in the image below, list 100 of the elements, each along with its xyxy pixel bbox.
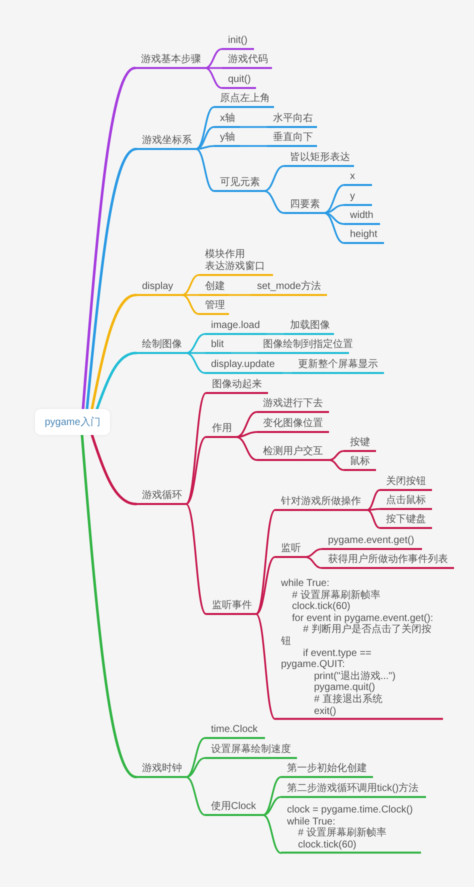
topic-label: 四要素 <box>284 199 324 214</box>
branch-line <box>263 165 285 192</box>
topic-label: init() <box>222 35 254 50</box>
topic-label: 游戏基本步骤 <box>135 54 205 69</box>
topic-label: 按下键盘 <box>380 514 432 529</box>
code-line: while True: <box>281 578 330 590</box>
branch-line <box>235 436 258 461</box>
branch-line <box>185 436 207 505</box>
topic-label: 皆以矩形表达 <box>284 152 354 167</box>
code-line: while True: <box>287 816 336 828</box>
topic-label: 获得用户所做动作事件列表 <box>322 554 454 569</box>
topic-label: 加载图像 <box>284 320 334 335</box>
branch-line <box>282 372 293 374</box>
branch-line <box>366 489 381 511</box>
topic-label: 按键 <box>344 437 376 452</box>
topic-label: 游戏代码 <box>222 54 272 69</box>
topic-label: 变化图像位置 <box>257 418 329 433</box>
branch-line <box>181 294 200 296</box>
branch-line <box>255 613 276 720</box>
topic-label: 可见元素 <box>214 177 264 192</box>
branch-line <box>235 411 258 438</box>
topic-label: image.load <box>205 320 267 335</box>
branch-line <box>86 148 138 410</box>
branch-line <box>262 776 282 816</box>
branch-line <box>366 508 381 511</box>
topic-label: 鼠标 <box>344 456 376 471</box>
code-line: clock = pygame.time.Clock() <box>287 804 413 816</box>
branch-line <box>195 106 215 150</box>
central-topic: pygame入门 <box>35 409 110 435</box>
topic-label: 点击鼠标 <box>380 495 432 510</box>
topic-label: pygame.event.get() <box>322 535 422 550</box>
branch-line <box>323 184 345 214</box>
topic-label: 关闭按钮 <box>380 476 432 491</box>
topic-label: quit() <box>222 74 256 89</box>
branch-line <box>90 434 138 506</box>
branch-line <box>96 352 138 410</box>
branch-line <box>255 556 276 615</box>
topic-label: 作用 <box>206 423 236 438</box>
code-topic <box>275 578 443 720</box>
topic-label: 针对游戏所做操作 <box>275 496 367 511</box>
topic-label: 第二步游戏循环调用tick()方法 <box>281 783 426 798</box>
topic-label: 游戏时钟 <box>136 763 186 778</box>
topic-label: y <box>344 191 372 206</box>
branch-line <box>262 796 282 816</box>
branch-line <box>181 294 200 315</box>
topic-label: display.update <box>205 359 283 374</box>
branch-line <box>204 67 223 89</box>
branch-line <box>204 67 223 69</box>
topic-label: x轴 <box>214 113 240 128</box>
topic-label: width <box>344 210 380 225</box>
branch-line <box>304 548 323 558</box>
topic-label: 水平向右 <box>267 113 317 128</box>
code-topic <box>281 804 421 854</box>
branch-line <box>228 294 252 296</box>
code-line: print("退出游戏...") <box>314 670 396 682</box>
code-line: pygame.quit() <box>314 682 376 694</box>
topic-label: 垂直向下 <box>267 132 317 147</box>
topic-label: 游戏进行下去 <box>257 398 329 413</box>
branch-line <box>323 212 345 225</box>
branch-line <box>185 333 206 354</box>
topic-label: x <box>344 171 372 186</box>
topic-label: y轴 <box>214 132 240 147</box>
branch-line <box>255 509 276 615</box>
topic-label: 管理 <box>199 300 229 315</box>
topic-label: 游戏坐标系 <box>136 135 196 150</box>
topic-label: 监听 <box>275 543 305 558</box>
branch-line <box>366 509 381 529</box>
branch-line <box>185 352 206 354</box>
topic-label: height <box>344 229 384 244</box>
branch-line <box>90 294 138 410</box>
branch-line <box>328 450 345 461</box>
topic-label: 图像动起来 <box>206 379 268 394</box>
code-line: exit() <box>314 705 336 717</box>
topic-label: 绘制图像 <box>136 339 186 354</box>
topic-label: 监听事件 <box>206 600 256 615</box>
topic-label: 模块作用表达游戏窗口 <box>199 249 273 276</box>
branch-line <box>323 212 345 244</box>
branch-line <box>195 148 215 192</box>
code-line: clock.tick(60) <box>292 601 350 613</box>
topic-label: time.Clock <box>205 724 265 739</box>
branch-line <box>304 556 323 569</box>
branch-line <box>185 776 206 816</box>
topic-label: set_mode方法 <box>251 281 327 296</box>
topic-label: 原点左上角 <box>214 93 274 108</box>
branch-line <box>204 48 223 69</box>
code-line: # 设置屏幕刷新帧率 <box>298 828 386 840</box>
branch-line <box>185 503 207 615</box>
branch-line <box>80 434 138 778</box>
branch-line <box>266 333 285 335</box>
code-line: clock.tick(60) <box>298 839 356 851</box>
topic-label: 第一步初始化创建 <box>281 763 373 778</box>
topic-label: 创建 <box>199 281 229 296</box>
code-line: for event in pygame.event.get(): <box>292 612 434 624</box>
branch-line <box>239 145 268 147</box>
branch-line <box>328 459 345 471</box>
branch-line <box>82 66 136 410</box>
branch-line <box>230 352 258 354</box>
code-line: if event.type == pygame.QUIT: <box>281 647 372 670</box>
branch-line <box>239 126 268 128</box>
branch-line <box>185 737 206 778</box>
